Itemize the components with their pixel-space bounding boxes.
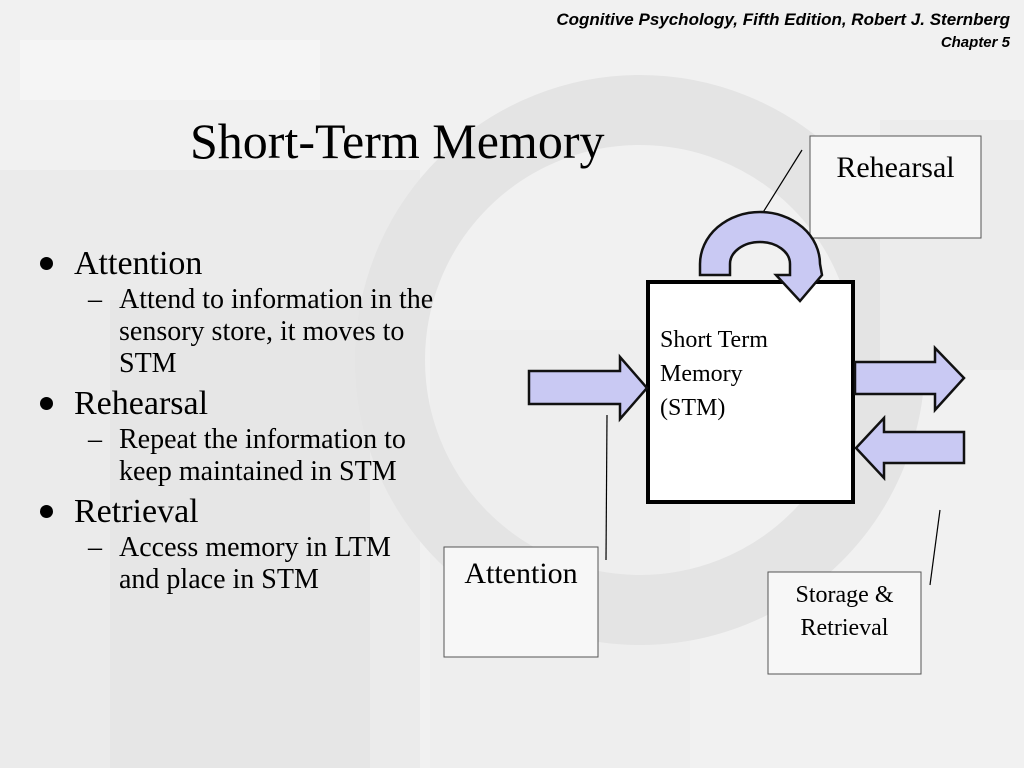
sub-bullet-attention: Attend to information in the sensory sto…: [36, 284, 436, 380]
bullet-retrieval: Retrieval: [36, 492, 436, 532]
sub-bullet-rehearsal: Repeat the information to keep maintaine…: [36, 424, 436, 488]
slide-header: Cognitive Psychology, Fifth Edition, Rob…: [556, 8, 1010, 54]
rehearsal-label: Rehearsal: [836, 151, 955, 184]
sub-bullet-retrieval: Access memory in LTM and place in STM: [36, 532, 436, 596]
attention-input-arrow: [527, 353, 649, 423]
rehearsal-loop-arrow: [698, 210, 824, 303]
bullet-attention: Attention: [36, 244, 436, 284]
slide-title: Short-Term Memory: [190, 113, 605, 169]
bullet-list: Attention Attend to information in the s…: [36, 244, 436, 600]
stm-label: Short Term Memory (STM): [660, 323, 768, 425]
retrieval-return-arrow: [854, 414, 966, 482]
chapter-label: Chapter 5: [940, 34, 1010, 51]
attention-label: Attention: [464, 557, 578, 590]
storage-callout-line: [929, 509, 941, 586]
stm-box: [646, 280, 855, 504]
output-arrow: [853, 344, 966, 414]
book-credit: Cognitive Psychology, Fifth Edition, Rob…: [556, 10, 1010, 29]
stm-label-line2: Memory: [660, 361, 743, 387]
stm-label-line1: Short Term: [660, 327, 768, 353]
storage-label-line2: Retrieval: [800, 615, 889, 641]
bullet-rehearsal: Rehearsal: [36, 384, 436, 424]
storage-retrieval-label: Storage & Retrieval: [768, 579, 921, 645]
stm-label-line3: (STM): [660, 395, 726, 421]
attention-callout-line: [605, 414, 608, 561]
rehearsal-callout-line: [756, 149, 803, 223]
attention-box: [443, 546, 599, 658]
storage-label-line1: Storage &: [795, 582, 894, 608]
storage-retrieval-box: [767, 571, 922, 675]
rehearsal-box: [809, 135, 982, 239]
